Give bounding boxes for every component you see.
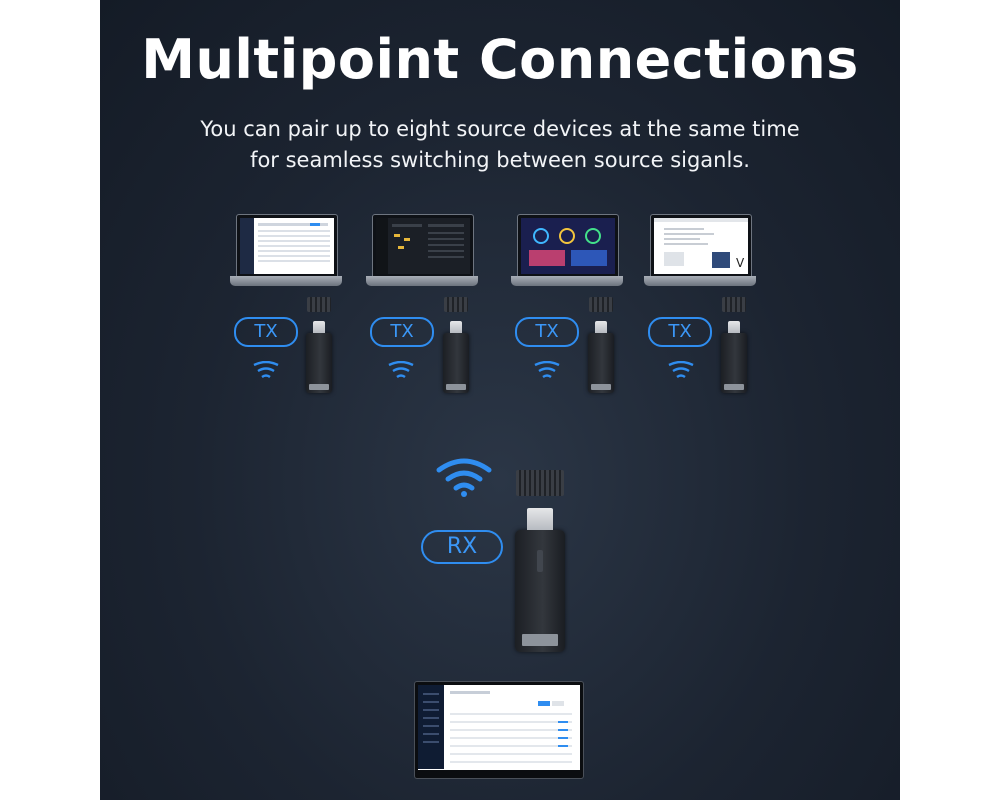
laptop-screen-3: [521, 218, 615, 274]
tx-dongle-4: [721, 321, 747, 393]
rx-badge: RX: [421, 530, 503, 564]
tx-dongle-cap-2: [444, 297, 468, 312]
tx-dongle-cap-4: [722, 297, 746, 312]
tx-badge-4: TX: [648, 317, 712, 347]
tx-dongle-3: [588, 321, 614, 393]
wireless-signal-icon: [388, 361, 414, 378]
tx-badge-2: TX: [370, 317, 434, 347]
tx-dongle-cap-1: [307, 297, 331, 312]
tx-badge-1: TX: [234, 317, 298, 347]
laptop-1: [230, 214, 342, 290]
page-title: Multipoint Connections: [141, 28, 859, 91]
wifi-icon: [436, 458, 492, 497]
wireless-signal-icon: [668, 361, 694, 378]
laptop-screen-4: V: [654, 218, 748, 270]
feature-panel: Multipoint Connections You can pair up t…: [100, 0, 900, 800]
tx-badge-3: TX: [515, 317, 579, 347]
rx-dongle: [515, 508, 565, 652]
laptop-2: [366, 214, 478, 290]
display-monitor: [414, 681, 584, 779]
svg-text:V: V: [736, 256, 745, 270]
laptop-screen-2: [376, 218, 464, 274]
wireless-signal-icon: [534, 361, 560, 378]
tx-dongle-cap-3: [589, 297, 613, 312]
tx-dongle-1: [306, 321, 332, 393]
tx-dongle-2: [443, 321, 469, 393]
laptop-3: [511, 214, 623, 290]
page-subtitle: You can pair up to eight source devices …: [200, 117, 800, 172]
monitor-screen: [418, 685, 572, 769]
laptop-4: V: [644, 214, 756, 290]
laptop-screen-1: [240, 218, 330, 274]
wireless-signal-icon: [253, 361, 279, 378]
rx-dongle-cap: [516, 470, 564, 496]
